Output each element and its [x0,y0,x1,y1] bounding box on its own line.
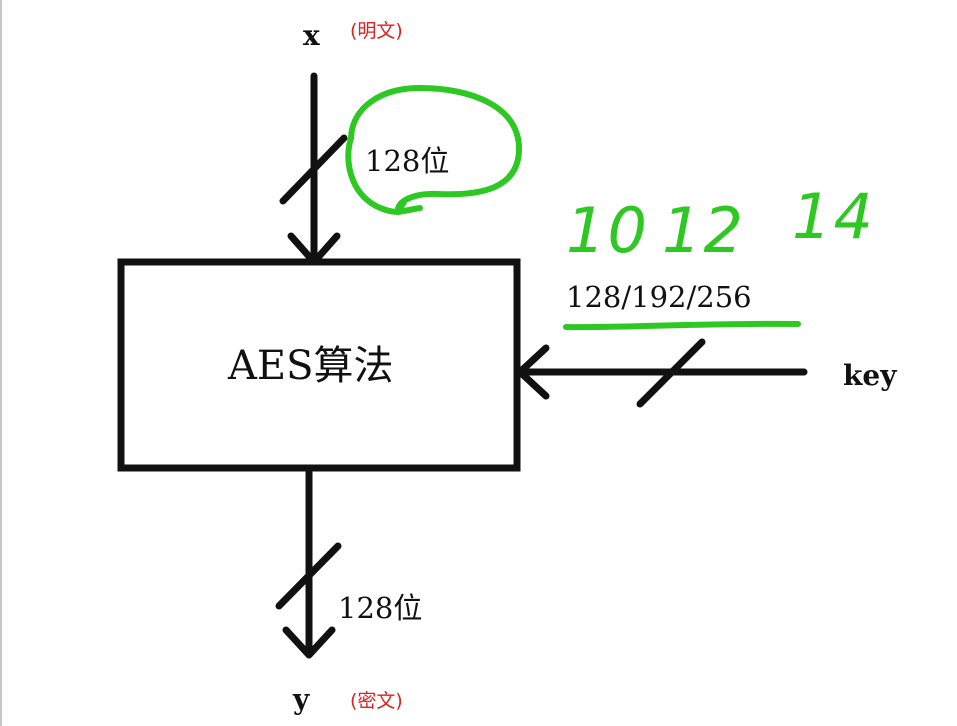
aes-block-title: AES算法 [228,343,394,389]
plaintext-annotation: (明文) [350,20,403,42]
key-arrowhead [516,344,550,400]
key-bus-slash [636,338,706,408]
output-arrowhead [282,626,336,659]
handwritten-rounds-12: 12 [662,194,745,267]
key-label: key [843,359,897,392]
window-left-border [0,0,2,726]
input-arrowhead [287,232,341,266]
output-bus-slash [275,542,342,610]
handwritten-rounds-14: 14 [792,180,875,253]
ciphertext-annotation: (密文) [350,690,403,712]
green-circle-annotation [348,85,523,215]
input-bit-width-label: 128位 [365,144,450,178]
input-variable-label: x [303,19,320,52]
green-underline-annotation [563,320,801,331]
handwritten-rounds-10: 10 [566,194,649,267]
input-bus-slash [279,134,348,205]
green-circle-annotation-left [345,135,401,215]
key-sizes-label: 128/192/256 [566,280,752,314]
aes-block [117,258,521,472]
output-variable-label: y [293,683,310,716]
output-bit-width-label: 128位 [338,591,423,625]
